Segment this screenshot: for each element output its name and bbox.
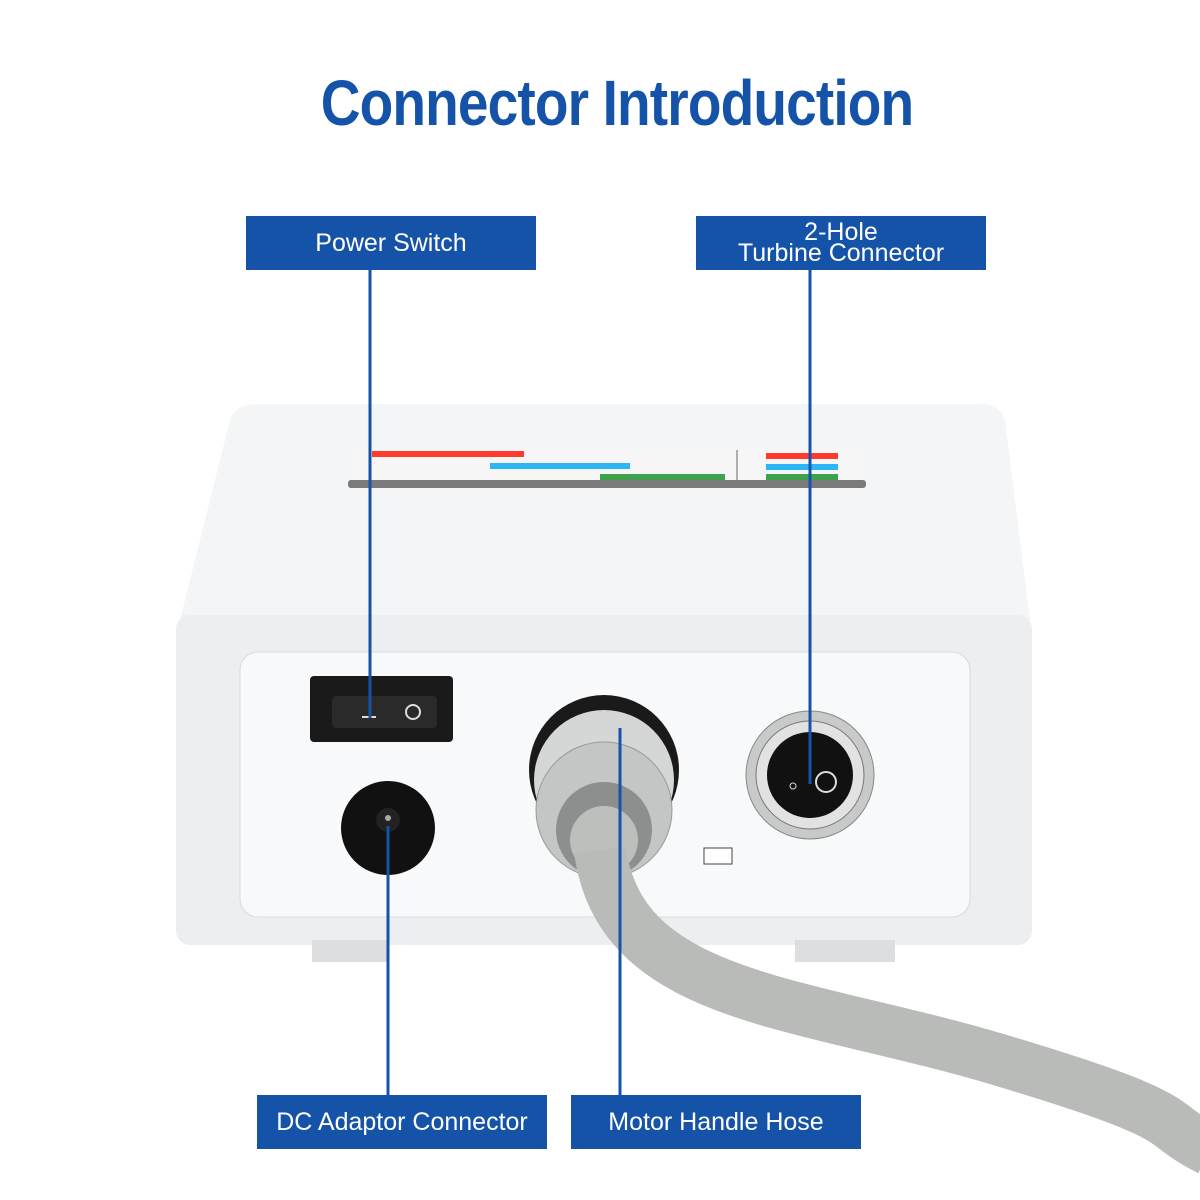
power-switch[interactable] xyxy=(310,676,453,742)
motor-handle-hose xyxy=(574,845,1200,1174)
turbine-connector-label: 2-Hole Turbine Connector xyxy=(696,216,986,270)
turbine-label-line1: 2-Hole xyxy=(804,218,878,246)
dc-adaptor-label: DC Adaptor Connector xyxy=(257,1095,547,1149)
motor-hose-label: Motor Handle Hose xyxy=(571,1095,861,1149)
turbine-label-line2: Turbine Connector xyxy=(737,239,945,267)
device-foot xyxy=(312,940,388,962)
motor-hose-connector xyxy=(529,695,679,879)
vent-slot xyxy=(703,847,733,865)
device-foot xyxy=(795,940,895,962)
page-title: Connector Introduction xyxy=(320,67,914,139)
power-switch-label: Power Switch xyxy=(246,216,536,270)
device-top xyxy=(180,404,1030,620)
speed-label-sticker xyxy=(348,450,866,488)
